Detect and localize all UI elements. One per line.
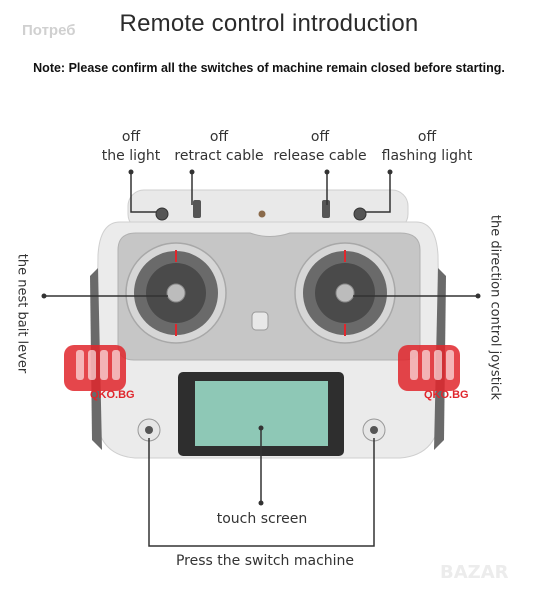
leader-the-light: [130, 172, 156, 213]
switch-release-cable: [322, 200, 330, 218]
label-touch-screen: touch screen: [216, 511, 308, 527]
power-led: [258, 210, 266, 218]
switch-the-light: [155, 207, 169, 221]
label-state: off: [209, 129, 229, 145]
label-retract-cable: off retract cable: [170, 128, 268, 166]
label-power-switch: Press the switch machine: [175, 553, 355, 569]
label-release-cable: off release cable: [272, 128, 368, 166]
store-mark-right: QKO.BG: [424, 389, 469, 401]
power-button-left-dot: [145, 426, 153, 434]
store-logo-right: [398, 345, 460, 391]
right-joystick-stick: [335, 283, 355, 303]
label-nest-bait-lever: the nest bait lever: [14, 253, 30, 374]
center-button: [251, 311, 269, 331]
leader-power: [148, 438, 375, 547]
label-name: flashing light: [381, 148, 473, 164]
label-state: off: [121, 129, 141, 145]
label-name: retract cable: [174, 148, 264, 164]
site-watermark: BAZAR: [440, 562, 509, 583]
store-mark-left: QKO.BG: [90, 389, 135, 401]
page-title: Remote control introduction: [119, 10, 419, 37]
power-button-right-dot: [370, 426, 378, 434]
label-name: release cable: [273, 148, 367, 164]
label-direction-joystick: the direction control joystick: [487, 214, 503, 401]
label-state: off: [310, 129, 330, 145]
label-flashing-light: off flashing light: [377, 128, 477, 166]
watermark-text: Потреб: [22, 22, 76, 39]
note-text: Note: Please confirm all the switches of…: [33, 61, 505, 75]
store-logo-left: [64, 345, 126, 391]
label-name: the light: [101, 148, 161, 164]
leader-flashing-light: [366, 172, 391, 213]
switch-flashing-light: [353, 207, 367, 221]
label-the-light: off the light: [92, 128, 170, 166]
left-joystick-stick: [166, 283, 186, 303]
label-state: off: [417, 129, 437, 145]
switch-retract-cable: [193, 200, 201, 218]
